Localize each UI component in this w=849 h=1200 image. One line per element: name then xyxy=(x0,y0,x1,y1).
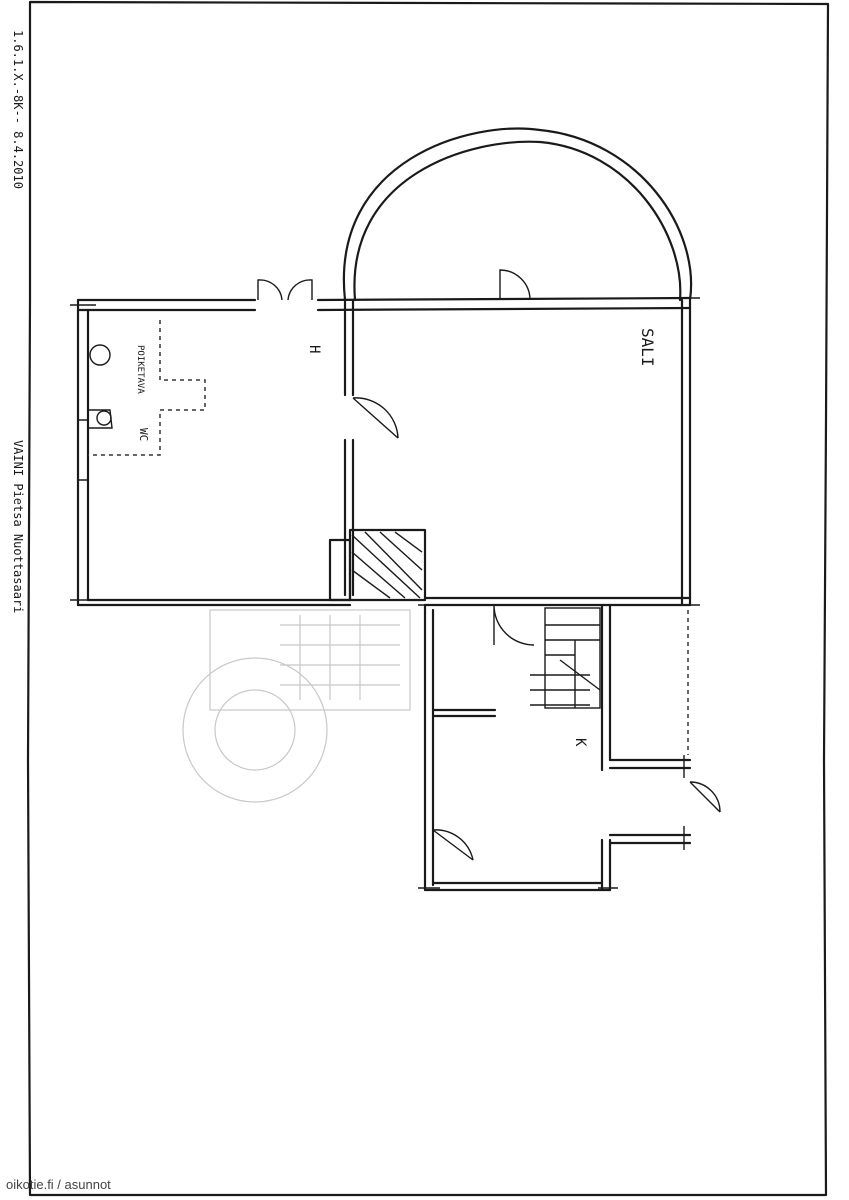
room-label-wc-note: POIKETAVA xyxy=(135,345,145,394)
doors xyxy=(257,269,721,861)
fireplace xyxy=(328,528,427,602)
margin-note: VAINI Pietsa Nuottasaari xyxy=(11,440,25,613)
room-label-eteinen: H xyxy=(306,345,322,353)
ghost-terrace xyxy=(182,609,411,803)
source-watermark: oikotie.fi / asunnot xyxy=(6,1177,111,1192)
room-label-keittio: K xyxy=(572,738,588,747)
margin-code: 1.6.1.X.-8K-- 8.4.2010 xyxy=(11,30,25,189)
walls xyxy=(70,296,700,892)
stairs xyxy=(530,607,601,709)
room-label-wc: WC xyxy=(137,428,150,441)
wc-partition xyxy=(87,320,206,456)
arched-bay xyxy=(342,127,693,302)
room-label-sali: SALI xyxy=(638,328,657,367)
page-border xyxy=(26,0,830,1197)
